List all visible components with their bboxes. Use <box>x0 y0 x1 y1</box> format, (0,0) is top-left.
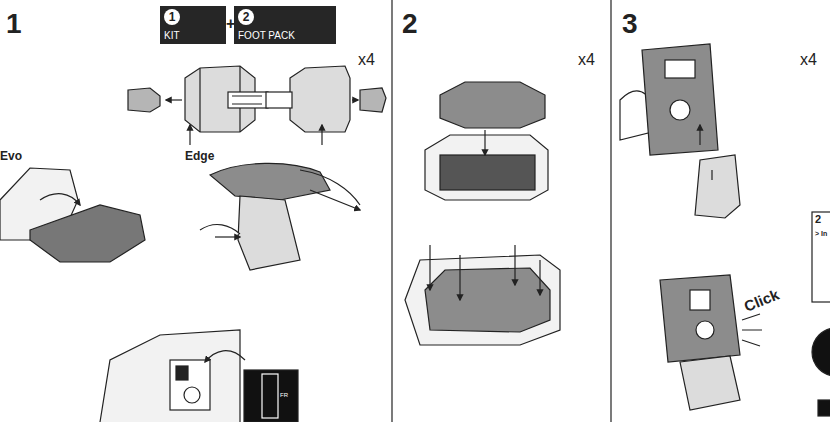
direction-mark: FR <box>280 392 288 398</box>
sticker-placement <box>100 330 298 422</box>
pack-box: 2FOOT PACK <box>234 6 336 44</box>
pack-name: FOOT PACK <box>238 30 295 41</box>
plus-sign: + <box>226 16 235 32</box>
step-number: 2 <box>402 10 418 38</box>
panel-divider <box>391 0 392 422</box>
quantity: x4 <box>800 52 817 68</box>
click-note: Click <box>742 287 781 314</box>
badge-number: 2 <box>238 9 254 25</box>
badge-number: 1 <box>164 9 180 25</box>
edge-foot <box>200 163 360 270</box>
bracket-mount <box>620 44 762 410</box>
evo-foot <box>0 168 145 262</box>
variant-name: Edge <box>185 150 214 162</box>
pack-box: 1KIT <box>160 6 226 44</box>
next-page-cutoff <box>812 212 830 416</box>
step-number: 1 <box>6 10 22 38</box>
foot-exploded <box>128 66 386 145</box>
callout-number: 2 <box>815 214 821 225</box>
cutoff-text: > In <box>815 230 827 237</box>
panel-divider <box>610 0 611 422</box>
step-number: 3 <box>622 10 638 38</box>
quantity: x4 <box>578 52 595 68</box>
variant-name: Evo <box>0 150 22 162</box>
quantity: x4 <box>358 52 375 68</box>
pack-name: KIT <box>164 30 180 41</box>
pad-insert <box>405 82 560 345</box>
